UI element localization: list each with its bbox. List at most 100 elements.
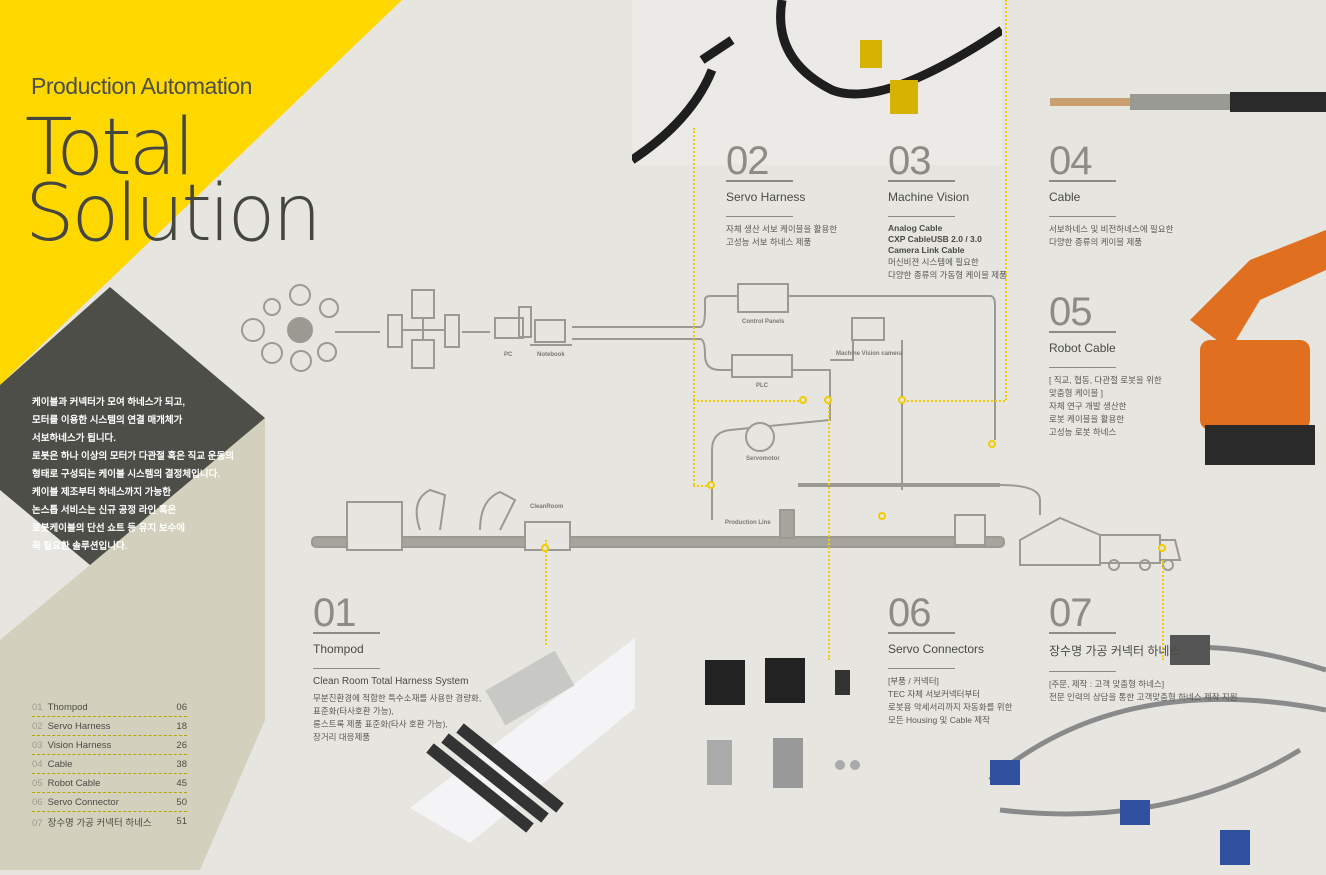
toc-label: Vision Harness (47, 739, 112, 751)
label-production-line: Production Line (725, 520, 771, 526)
label-servomotor: Servomotor (746, 456, 780, 462)
connector-line (693, 400, 695, 485)
toc-num: 03 (32, 739, 43, 751)
marker-dot (824, 396, 832, 404)
section-title: Thompod (313, 642, 364, 656)
desc-line: TEC 자체 서보커넥터부터 (888, 689, 981, 699)
toc-num: 04 (32, 758, 43, 770)
intro-line: 로봇케이블의 단선 쇼트 등 유지 보수에 (32, 523, 186, 534)
yellow-triangle (0, 0, 402, 385)
desc-line: 전문 인력의 상담을 통한 고객맞춤형 하네스 제작 지원 (1049, 692, 1238, 702)
desc-line: 모든 Housing 및 Cable 제작 (888, 715, 990, 725)
connector-line (693, 400, 803, 402)
toc-page: 38 (176, 758, 187, 770)
section-title: 장수명 가공 커넥터 하네스 (1049, 644, 1181, 658)
desc-line: 장거리 대응제품 (313, 732, 371, 742)
section-number: 02 (726, 141, 793, 182)
divider (726, 216, 793, 217)
intro-line: 케이블과 커넥터가 모여 하네스가 되고, (32, 397, 186, 408)
toc-label: Cable (47, 758, 73, 770)
intro-line: 모터를 이용한 시스템의 연결 매개체가 (32, 415, 183, 426)
intro-line: 로봇은 하나 이상의 모터가 다관절 혹은 직교 운동의 (32, 451, 235, 462)
connector-line (693, 485, 711, 487)
connector-line (1162, 560, 1164, 660)
cable-photo (1040, 88, 1326, 118)
desc-line: Analog Cable (888, 223, 943, 233)
connector-harness-photo (970, 630, 1326, 870)
servo-harness-photo (629, 0, 1005, 165)
section-number: 03 (888, 141, 955, 182)
network-diagram (241, 283, 996, 520)
desc-line: 서보하네스 및 비전하네스에 필요한 (1049, 224, 1174, 234)
marker-dot (799, 396, 807, 404)
intro-line: 형태로 구성되는 케이블 시스템의 결정체입니다. (32, 469, 220, 480)
desc-line: [부품 / 커넥터] (888, 676, 939, 686)
dark-diamond (0, 287, 265, 565)
toc-num: 05 (32, 777, 43, 789)
desc-line: 무분진환경에 적합한 특수소재를 사용한 경량화, (313, 693, 482, 703)
divider (313, 668, 380, 669)
desc-line: 머신비젼 시스템에 필요한 (888, 257, 979, 267)
divider (1049, 367, 1116, 368)
toc-page: 45 (176, 777, 187, 789)
toc-num: 02 (32, 720, 43, 732)
toc-page: 18 (176, 720, 187, 732)
desc-line: 다양한 종류의 가동형 케이블 제품 (888, 270, 1007, 280)
desc-line: 자체 생산 서보 케이블을 활용한 (726, 224, 838, 234)
label-cleanroom: CleanRoom (530, 504, 564, 510)
divider (1049, 216, 1116, 217)
desc-line: [ 직교, 협동, 다관절 로봇을 위한 (1049, 375, 1162, 385)
section-07: 07 장수명 가공 커넥터 하네스 [주문, 제작 : 고객 맞춤형 하네스]전… (1049, 593, 1238, 704)
section-number: 05 (1049, 292, 1116, 333)
section-subtitle: Clean Room Total Harness System (313, 676, 469, 687)
label-machine-vision-camera: Machine Vision camera (836, 351, 903, 357)
section-title: Machine Vision (888, 190, 970, 204)
intro-line: 케이블 제조부터 하네스까지 가능한 (32, 487, 172, 498)
intro-line: 꼭 필요한 솔루션입니다. (32, 541, 128, 552)
desc-line: 로봇 케이블을 활용한 (1049, 414, 1125, 424)
toc-num: 07 (32, 817, 43, 829)
desc-line: 다양한 종류의 케이블 제품 (1049, 237, 1143, 247)
toc-num: 01 (32, 701, 43, 713)
section-title: Servo Connectors (888, 642, 985, 656)
olive-panel (0, 418, 265, 870)
toc-label: Thompod (47, 701, 88, 713)
intro-line: 논스톱 서비스는 신규 공정 라인 혹은 (32, 505, 177, 516)
connector-line (545, 540, 547, 645)
desc-line: 로봇용 악세서리까지 자동화를 위한 (888, 702, 1013, 712)
connector-line (1005, 0, 1007, 400)
connector-line (693, 128, 695, 400)
marker-dot (541, 544, 549, 552)
toc-page: 06 (176, 701, 187, 713)
marker-dot (898, 396, 906, 404)
desc-line: CXP CableUSB 2.0 / 3.0 (888, 234, 982, 244)
divider (1049, 671, 1116, 672)
section-number: 04 (1049, 141, 1116, 182)
desc-line: Camera Link Cable (888, 245, 965, 255)
toc-item[interactable]: 04 Cable 38 (32, 755, 187, 774)
section-number: 07 (1049, 593, 1116, 634)
intro-text: 케이블과 커넥터가 모여 하네스가 되고, 모터를 이용한 시스템의 연결 매개… (32, 394, 252, 556)
intro-line: 서보하네스가 됩니다. (32, 433, 116, 444)
title-line1: Total (25, 103, 195, 193)
connector-line (900, 400, 1005, 402)
toc-label: 장수명 가공 커넥터 하네스 (47, 817, 152, 829)
toc-item[interactable]: 01 Thompod 06 (32, 698, 187, 717)
label-plc: PLC (756, 383, 768, 389)
connector-line (828, 400, 830, 660)
toc-label: Servo Connector (47, 796, 119, 808)
robot-arm-photo (1140, 200, 1326, 470)
marker-dot (707, 481, 715, 489)
desc-line: 표준화(타사호환 가능), (313, 706, 394, 716)
marker-dot (988, 440, 996, 448)
